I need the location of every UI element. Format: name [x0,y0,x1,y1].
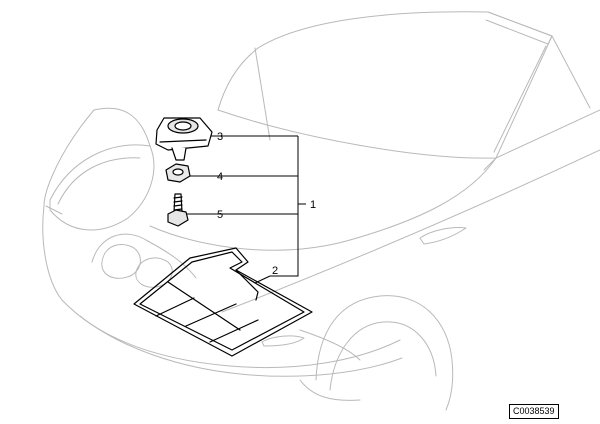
reference-code: C0038539 [509,404,559,419]
callout-3: 3 [217,131,223,143]
callout-1: 1 [310,199,316,211]
cable-harness [133,247,313,357]
callout-labels: 3 4 5 1 2 [217,131,316,277]
nut [165,163,191,183]
lock-module [155,117,213,161]
callout-5: 5 [217,209,223,221]
bolt [167,193,189,227]
callout-2: 2 [272,265,278,277]
car-outline [42,11,600,411]
leader-lines [186,135,306,284]
callout-4: 4 [217,171,223,183]
